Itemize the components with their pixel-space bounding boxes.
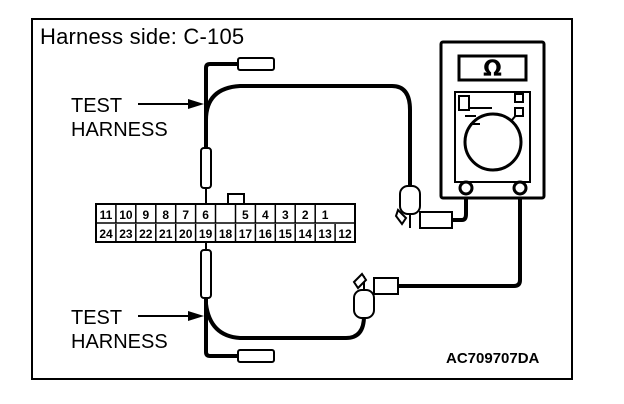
pin-24: 24 bbox=[99, 227, 113, 241]
lower-test-text: TEST bbox=[71, 307, 123, 329]
pin-7: 7 bbox=[182, 208, 189, 222]
pin-17: 17 bbox=[239, 227, 253, 241]
pin-2: 2 bbox=[302, 208, 309, 222]
pin-12: 12 bbox=[338, 227, 352, 241]
upper-probe bbox=[394, 185, 468, 229]
upper-label-arrow bbox=[138, 99, 204, 109]
pin-11: 11 bbox=[100, 208, 113, 222]
lower-probe bbox=[352, 194, 522, 319]
pin-3: 3 bbox=[282, 208, 289, 222]
pin-15: 15 bbox=[279, 227, 293, 241]
figure-code: AC709707DA bbox=[446, 350, 540, 367]
pin-8: 8 bbox=[162, 208, 169, 222]
lower-test-harness bbox=[200, 238, 366, 363]
pin-23: 23 bbox=[119, 227, 133, 241]
pin-10: 10 bbox=[119, 208, 133, 222]
pin-16: 16 bbox=[259, 227, 273, 241]
diagram-frame bbox=[31, 18, 573, 380]
lower-harness-label: TEST HARNESS bbox=[71, 306, 168, 354]
upper-harness-label: TEST HARNESS bbox=[71, 94, 168, 142]
upper-harness-text: HARNESS bbox=[71, 119, 168, 141]
pin-20: 20 bbox=[179, 227, 193, 241]
ohm-symbol: Ω bbox=[483, 57, 502, 82]
connector-bottom-row: 24 23 22 21 20 19 18 17 16 15 14 13 12 bbox=[99, 224, 352, 242]
pin-19: 19 bbox=[199, 227, 213, 241]
lower-label-arrow bbox=[138, 311, 204, 321]
pin-13: 13 bbox=[318, 227, 332, 241]
upper-test-text: TEST bbox=[71, 95, 123, 117]
pin-1: 1 bbox=[322, 208, 329, 222]
pin-14: 14 bbox=[299, 227, 313, 241]
pin-22: 22 bbox=[139, 227, 153, 241]
upper-test-harness bbox=[200, 57, 412, 206]
pin-21: 21 bbox=[159, 227, 173, 241]
pin-6: 6 bbox=[202, 208, 209, 222]
multimeter: Ω bbox=[439, 40, 546, 200]
pin-9: 9 bbox=[142, 208, 149, 222]
lower-harness-text: HARNESS bbox=[71, 331, 168, 353]
pin-18: 18 bbox=[219, 227, 233, 241]
pin-5: 5 bbox=[242, 208, 249, 222]
pin-4: 4 bbox=[262, 208, 269, 222]
diagram-title: Harness side: C-105 bbox=[40, 24, 245, 49]
